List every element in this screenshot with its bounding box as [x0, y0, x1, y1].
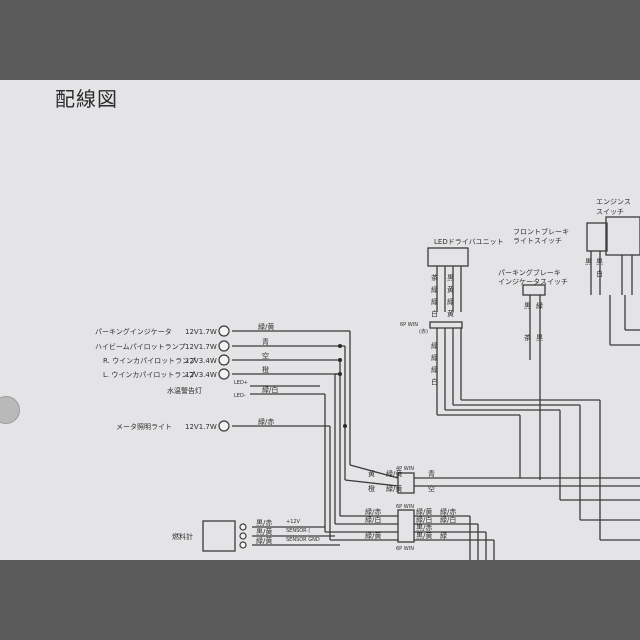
junction-dot — [343, 424, 347, 428]
lamp-bulb-icon — [218, 354, 230, 366]
water-temp-label: 水温警告灯 — [167, 386, 202, 395]
parking-switch-label-2: インジケータスイッチ — [498, 277, 568, 286]
led-stack2-3: 緑 — [447, 297, 454, 306]
fuel-pin-icon — [239, 532, 247, 540]
front-brake-label-2: ライトスイッチ — [513, 237, 562, 245]
connector-top-sub: (赤) — [419, 329, 428, 335]
front-wire-1: 黒 — [585, 258, 592, 266]
fuel-pin-icon — [239, 541, 247, 549]
parking-wire-3: 茶 — [524, 333, 531, 342]
fuel-wire-1: 黒/赤 — [256, 519, 272, 527]
fuel-signal-1: +12V — [286, 519, 301, 525]
lamp-label-4: L. ウインカパイロットランプ — [103, 371, 195, 379]
lamp-bulb-icon — [218, 340, 230, 352]
low-out-2: 緑/白 — [440, 515, 456, 524]
water-temp-pin-plus: LED+ — [234, 380, 248, 386]
parking-wire-2: 緑 — [536, 301, 543, 310]
led-connector — [429, 321, 463, 329]
lamp-wire-1: 緑/黄 — [258, 322, 274, 331]
low-out-3: 緑 — [440, 531, 447, 540]
low-right-3: 黒/赤 — [416, 524, 432, 532]
low-right-2: 緑/白 — [416, 515, 432, 524]
fuel-gauge-label: 燃料計 — [172, 532, 193, 541]
led-stack-4: 白 — [431, 309, 438, 318]
lamp-label-1: パーキングインジケータ — [95, 327, 172, 336]
led-lower-2: 緑 — [431, 353, 438, 362]
lamp-bulb-icon — [218, 368, 230, 380]
meter-illum-label: メータ照明ライト — [116, 422, 172, 431]
led-stack-2: 緑 — [431, 285, 438, 294]
connector-mid-label: 4P WIN — [396, 466, 414, 472]
mid-left-2: 橙 — [368, 484, 375, 493]
parking-wire-4: 黒 — [536, 334, 543, 342]
lamp-wire-4: 橙 — [262, 365, 269, 374]
low-left-2: 緑/白 — [365, 515, 381, 524]
lamp-rating-4: 12V3.4W — [185, 371, 217, 379]
low-right-4: 黒/黄 — [416, 531, 432, 540]
wiring-diagram: LEDドライバユニット パーキングブレーキ インジケータスイッチ フロントブレー… — [95, 198, 640, 560]
meter-illum-wire: 緑/赤 — [258, 417, 274, 426]
led-stack-3: 緑 — [431, 297, 438, 306]
water-temp-wire: 緑/白 — [262, 385, 278, 394]
front-wire-3: 白 — [596, 269, 603, 278]
background-bottom — [0, 560, 640, 640]
mid-right-2: 緑/黄 — [386, 484, 402, 493]
engine-switch-box — [605, 216, 640, 256]
water-temp-pin-minus: LED- — [234, 393, 246, 399]
led-drive-unit-box — [427, 247, 469, 267]
schematic-page: 配線図 — [0, 80, 640, 560]
lamp-rating-3: 12V3.4W — [185, 357, 217, 365]
lamp-bulb-icon — [218, 325, 230, 337]
lamp-wire-3: 空 — [262, 351, 269, 360]
lamp-bulb-icon — [218, 420, 230, 432]
fuel-signal-2: SENSOR ( — [286, 528, 310, 534]
lamp-rating-2: 12V1.7W — [185, 343, 217, 351]
mid-right-1: 緑/黄 — [386, 469, 402, 478]
front-wire-2: 黒 — [596, 258, 603, 266]
junction-dot — [338, 372, 342, 376]
lamp-label-3: R. ウインカパイロットランプ — [103, 357, 196, 365]
low-out-1: 緑/赤 — [440, 507, 456, 516]
fuel-wire-2: 黒/黄 — [256, 527, 272, 536]
engine-switch-label-1: エンジンス — [596, 198, 631, 206]
meter-illum-rating: 12V1.7W — [185, 423, 217, 431]
connector-top-label: 6P WIN — [400, 322, 418, 328]
led-stack-1: 茶 — [431, 273, 438, 282]
fuel-signal-3: SENSOR GND — [286, 537, 320, 543]
connector-bottom-label: 6P WIN — [396, 546, 414, 552]
junction-dot — [338, 344, 342, 348]
fuel-wire-3: 緑/黄 — [256, 536, 272, 545]
mid-out-2: 空 — [428, 484, 435, 493]
fuel-gauge-box — [202, 520, 236, 552]
front-brake-switch-box — [586, 222, 608, 252]
connector-low-label: 6P WIN — [396, 504, 414, 510]
low-right-1: 緑/黄 — [416, 507, 432, 516]
junction-dot — [338, 358, 342, 362]
parking-switch-box — [522, 284, 546, 296]
mid-left-1: 黄 — [368, 469, 375, 478]
led-stack2-4: 黄 — [447, 309, 454, 318]
led-lower-3: 緑 — [431, 365, 438, 374]
lamp-rating-1: 12V1.7W — [185, 328, 217, 336]
parking-wire-1: 黒 — [524, 302, 531, 310]
led-stack2-1: 黒 — [447, 274, 454, 282]
fuel-pin-icon — [239, 523, 247, 531]
mid-out-1: 青 — [428, 469, 435, 478]
led-drive-unit-label: LEDドライバユニット — [434, 238, 504, 246]
parking-switch-label-1: パーキングブレーキ — [498, 268, 561, 277]
front-brake-label-1: フロントブレーキ — [513, 227, 569, 236]
led-stack2-2: 黄 — [447, 285, 454, 294]
low-left-1: 緑/赤 — [365, 507, 381, 516]
low-left-3: 緑/黄 — [365, 531, 381, 540]
lamp-label-2: ハイビームパイロットランプ — [95, 342, 185, 351]
page-title: 配線図 — [55, 87, 118, 111]
lamp-wire-2: 青 — [262, 337, 269, 346]
low-connector — [397, 509, 415, 543]
led-lower-4: 白 — [431, 377, 438, 386]
engine-switch-label-2: スイッチ — [596, 208, 624, 216]
mid-connector — [397, 472, 415, 494]
led-lower-1: 緑 — [431, 341, 438, 350]
